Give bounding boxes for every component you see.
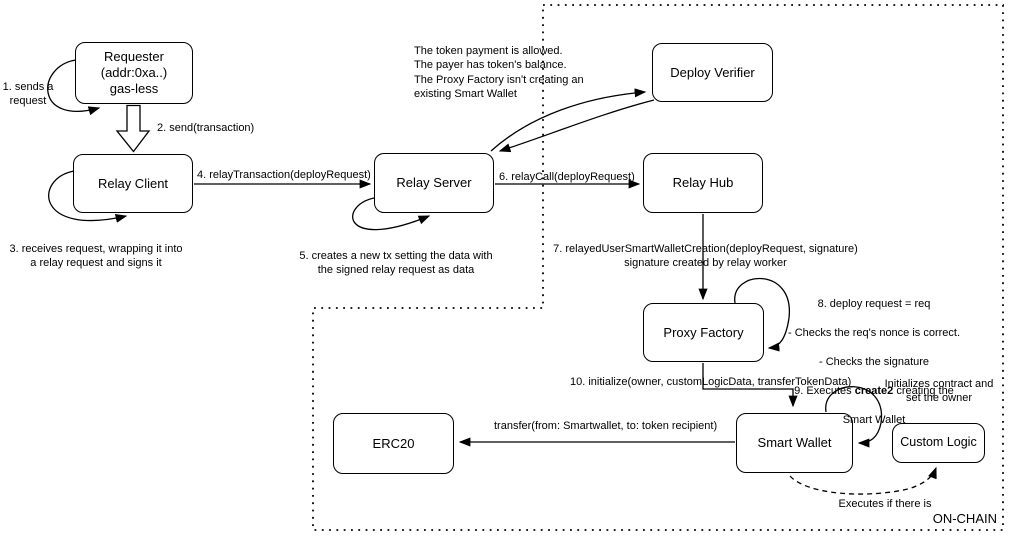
node-relay-client-label: Relay Client xyxy=(97,175,169,191)
note-line-text: 9. Executes xyxy=(794,384,855,397)
node-custom-logic: Custom Logic xyxy=(892,423,985,463)
arrow-smart-wallet-self-loop xyxy=(825,386,883,448)
arrow-requester-self-loop xyxy=(47,59,101,116)
label-step6-relay-call: 6. relayCall(deployRequest) xyxy=(499,171,635,183)
note-line: 9. Executes create2 creating the xyxy=(781,384,967,399)
note-line-text: creating the xyxy=(893,384,954,397)
node-custom-logic-label: Custom Logic xyxy=(900,435,977,450)
node-relay-hub: Relay Hub xyxy=(643,153,763,213)
node-deploy-verifier-label: Deploy Verifier xyxy=(670,64,755,80)
label-executes-if-there-is: Executes if there is xyxy=(838,498,932,510)
note-line: - Checks the signature xyxy=(818,355,930,368)
node-smart-wallet-label: Smart Wallet xyxy=(757,435,832,451)
node-erc20-label: ERC20 xyxy=(372,435,415,451)
note-line: Smart Wallet xyxy=(842,413,906,426)
arrow-proxy-factory-self-loop xyxy=(734,277,790,352)
node-relay-server-label: Relay Server xyxy=(396,175,472,191)
label-step3-receives-request: 3. receives request, wrapping it into a … xyxy=(9,243,183,270)
note-line-bold: create2 xyxy=(854,384,894,397)
arrow-executes-custom-logic xyxy=(789,466,937,495)
label-transfer: transfer(from: Smartwallet, to: token re… xyxy=(494,420,718,432)
label-onchain: ON-CHAIN xyxy=(932,511,997,526)
arrow-send-transaction-block xyxy=(115,104,151,153)
arrow-initialize xyxy=(702,363,798,408)
label-custom-logic-note: Initializes contract and set the owner xyxy=(884,378,994,405)
node-erc20: ERC20 xyxy=(333,413,454,474)
label-verifier-note: The token payment is allowed. The payer … xyxy=(414,45,584,100)
node-relay-server: Relay Server xyxy=(374,153,494,213)
onchain-boundary xyxy=(312,4,1004,531)
label-step7-relayed-creation: 7. relayedUserSmartWalletCreation(deploy… xyxy=(553,243,858,270)
arrow-deploy-verifier-to-relay-server xyxy=(498,99,655,153)
arrow-relay-client-self-loop xyxy=(48,170,128,223)
node-proxy-factory-label: Proxy Factory xyxy=(663,324,744,340)
node-smart-wallet: Smart Wallet xyxy=(736,413,853,473)
label-step2-send-transaction: 2. send(transaction) xyxy=(157,122,255,134)
node-proxy-factory: Proxy Factory xyxy=(643,303,764,362)
node-relay-hub-label: Relay Hub xyxy=(672,175,734,191)
node-deploy-verifier: Deploy Verifier xyxy=(652,43,773,102)
label-step1-sends-request: 1. sends a request xyxy=(2,81,54,108)
label-step5-creates-new-tx: 5. creates a new tx setting the data wit… xyxy=(299,250,493,277)
note-line: 8. deploy request = req xyxy=(817,297,931,310)
arrow-relay-server-to-deploy-verifier xyxy=(490,88,647,152)
label-step4-relay-transaction: 4. relayTransaction(deployRequest) xyxy=(197,169,371,181)
node-relay-client: Relay Client xyxy=(73,154,193,213)
label-step8-9-proxy-factory-note: 8. deploy request = req - Checks the req… xyxy=(781,282,967,442)
label-step10-initialize: 10. initialize(owner, customLogicData, t… xyxy=(570,376,852,388)
node-requester-label: Requester (addr:0xa..) gas-less xyxy=(100,49,168,96)
note-line: - Checks the req's nonce is correct. xyxy=(787,326,961,339)
arrow-relay-server-self-loop xyxy=(352,197,431,231)
node-requester: Requester (addr:0xa..) gas-less xyxy=(75,42,193,104)
